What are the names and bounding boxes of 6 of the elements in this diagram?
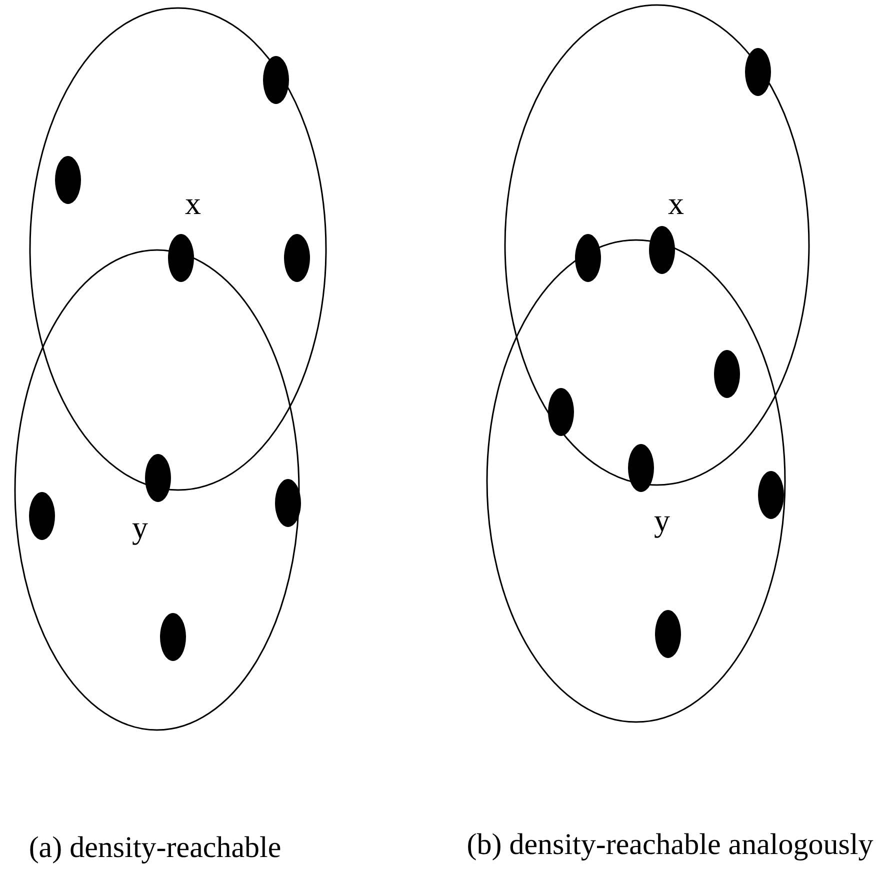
point-label: y	[132, 511, 148, 543]
caption: (b) density-reachable analogously	[466, 830, 874, 860]
point-label: x	[668, 187, 684, 219]
point-label: x	[185, 187, 201, 219]
caption: (a) density-reachable	[28, 833, 282, 863]
point-label: y	[654, 504, 670, 536]
